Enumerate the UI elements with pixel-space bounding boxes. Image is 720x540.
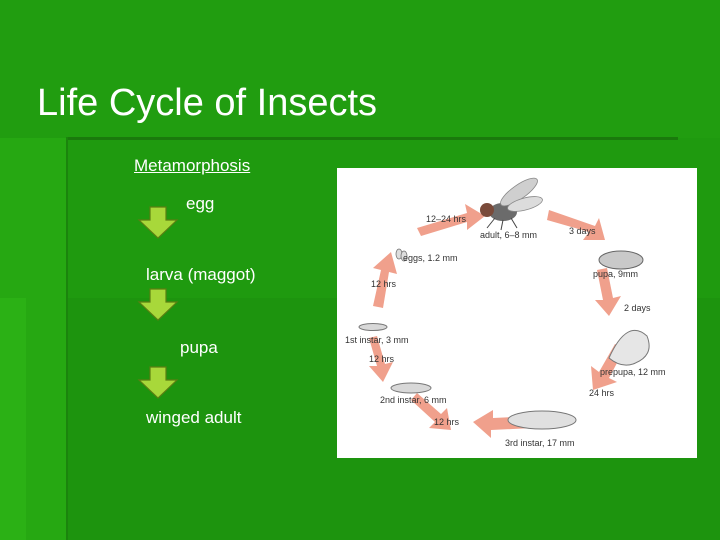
down-arrow-icon [137, 288, 179, 321]
prepupa-icon [608, 330, 650, 366]
slide-title: Life Cycle of Insects [37, 82, 378, 124]
cycle-arrow [595, 268, 621, 316]
stage-pupa: pupa [180, 338, 218, 357]
label-t5: 12 hrs [369, 354, 395, 364]
down-arrow-icon [137, 366, 179, 399]
label-t6: 24 hrs [589, 388, 615, 398]
down-arrow-icon [137, 206, 179, 239]
cycle-arrow [373, 252, 397, 308]
slide-subtitle: Metamorphosis [134, 156, 251, 175]
adult-fly-icon [480, 177, 543, 231]
label-pupa: pupa, 9mm [593, 269, 638, 279]
title-rule [68, 137, 678, 140]
label-t2: 3 days [569, 226, 596, 236]
life-cycle-diagram: 12–24 hrs adult, 6–8 mm 3 days eggs, 1.2… [337, 168, 697, 458]
label-t1: 12–24 hrs [426, 214, 467, 224]
label-instar1: 1st instar, 3 mm [345, 335, 409, 345]
stage-larva: larva (maggot) [146, 265, 256, 284]
label-instar3: 3rd instar, 17 mm [505, 438, 575, 448]
label-adult: adult, 6–8 mm [480, 230, 537, 240]
eggs-icon [395, 248, 408, 262]
label-prepupa: prepupa, 12 mm [600, 367, 666, 377]
third-instar-icon [507, 410, 577, 430]
first-instar-icon [358, 323, 388, 331]
second-instar-icon [390, 382, 432, 394]
label-t7: 12 hrs [434, 417, 460, 427]
label-eggs: eggs, 1.2 mm [403, 253, 458, 263]
cycle-arrow [411, 393, 451, 430]
background-top [0, 0, 720, 138]
background-left-accent [0, 298, 26, 540]
cycle-arrow [547, 210, 605, 240]
left-rule [66, 137, 68, 540]
label-t3: 12 hrs [371, 279, 397, 289]
label-t4: 2 days [624, 303, 651, 313]
cycle-arrow [417, 204, 485, 236]
label-instar2: 2nd instar, 6 mm [380, 395, 447, 405]
cycle-arrow [369, 336, 393, 382]
stage-winged-adult: winged adult [146, 408, 242, 427]
pupa-icon [598, 250, 644, 270]
stage-egg: egg [186, 194, 215, 213]
